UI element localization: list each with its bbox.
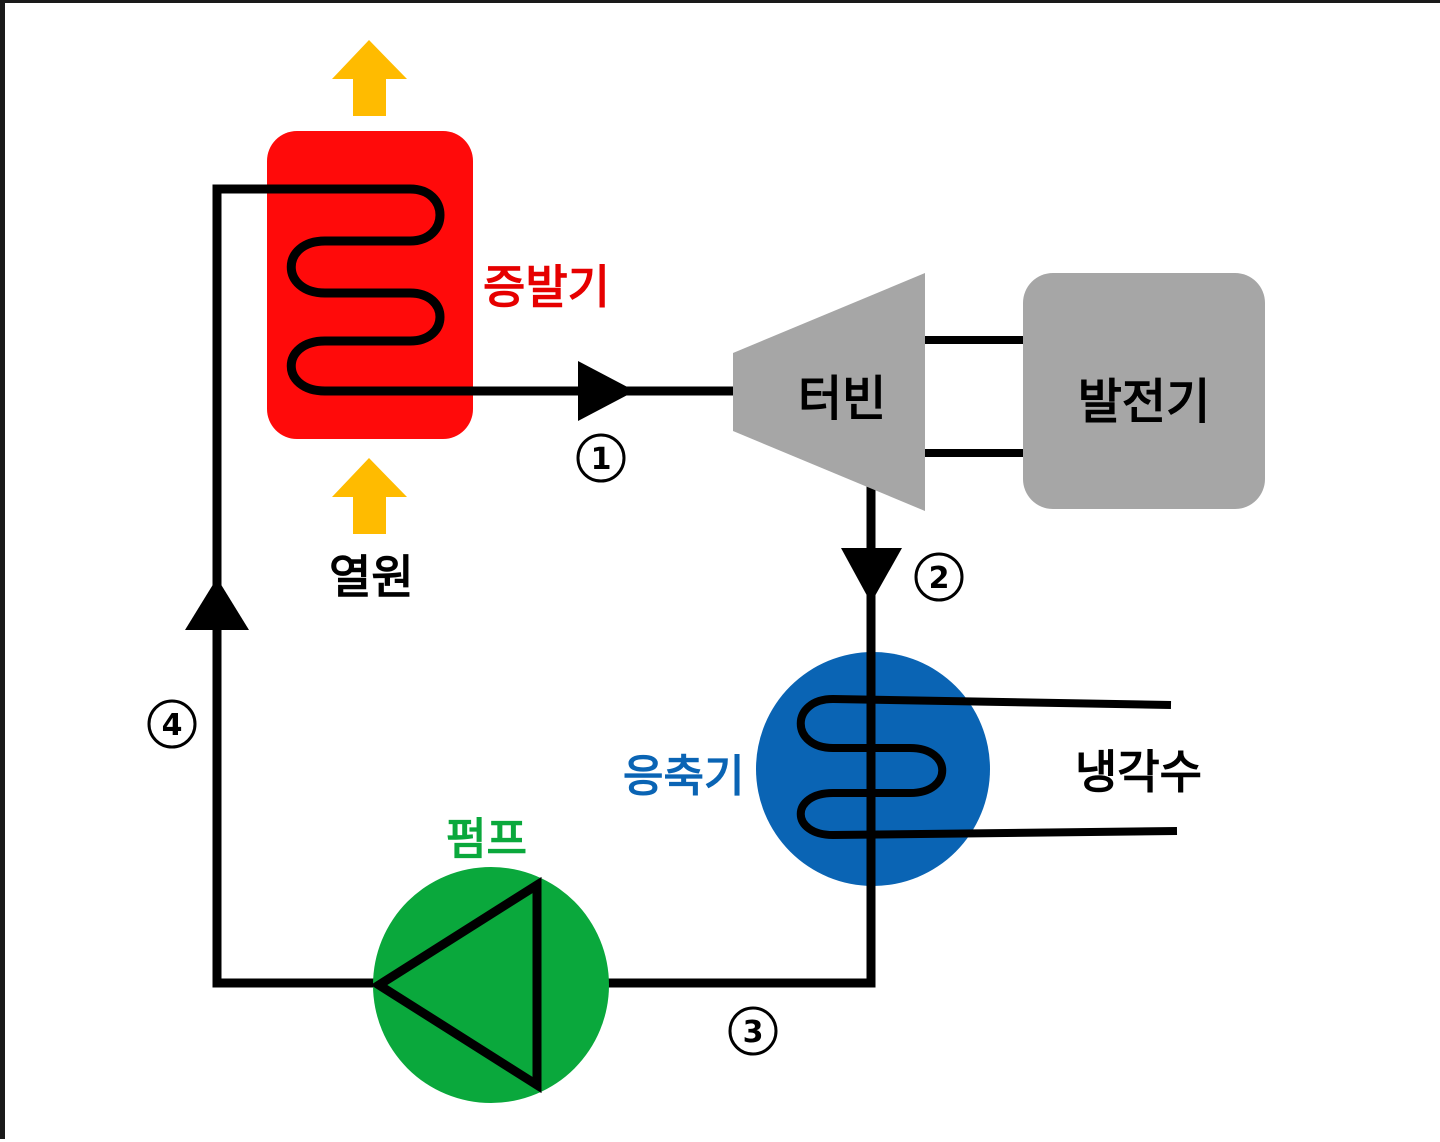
condenser-label: 응축기 (623, 751, 744, 802)
evaporator-label: 증발기 (483, 260, 610, 314)
turbine-body (733, 273, 925, 511)
state-point-4-circle (147, 699, 197, 749)
pump-body (373, 867, 609, 1103)
state-point-2: 2 (929, 561, 950, 596)
flow-arrow-right-icon (578, 361, 635, 421)
cooling-water-label: 냉각수 (1075, 745, 1202, 799)
pump-triangle-icon (370, 876, 542, 1094)
flow-arrow-up-icon (185, 578, 249, 630)
evaporator-body (267, 131, 473, 439)
cycle-diagram: 1 2 3 4 증발기 열원 터빈 발전기 응축기 냉각수 펌프 (147, 40, 1265, 1103)
heat-in-arrow-icon (332, 458, 407, 534)
condenser-coil (796, 695, 1178, 839)
state-point-1-circle (576, 433, 626, 483)
heat-source-label: 열원 (329, 550, 414, 604)
generator-body (1023, 273, 1265, 509)
pump-label: 펌프 (446, 814, 527, 865)
flow-arrow-down-icon (841, 548, 902, 603)
generator-label: 발전기 (1078, 374, 1210, 430)
heat-out-arrow-icon (332, 40, 407, 116)
state-point-1: 1 (591, 442, 612, 477)
state-point-3-circle (728, 1006, 778, 1056)
state-point-3: 3 (743, 1015, 764, 1050)
state-point-4: 4 (162, 708, 183, 743)
state-point-2-circle (914, 552, 964, 602)
turbine-label: 터빈 (798, 371, 886, 427)
evaporator-coil (267, 184, 445, 396)
